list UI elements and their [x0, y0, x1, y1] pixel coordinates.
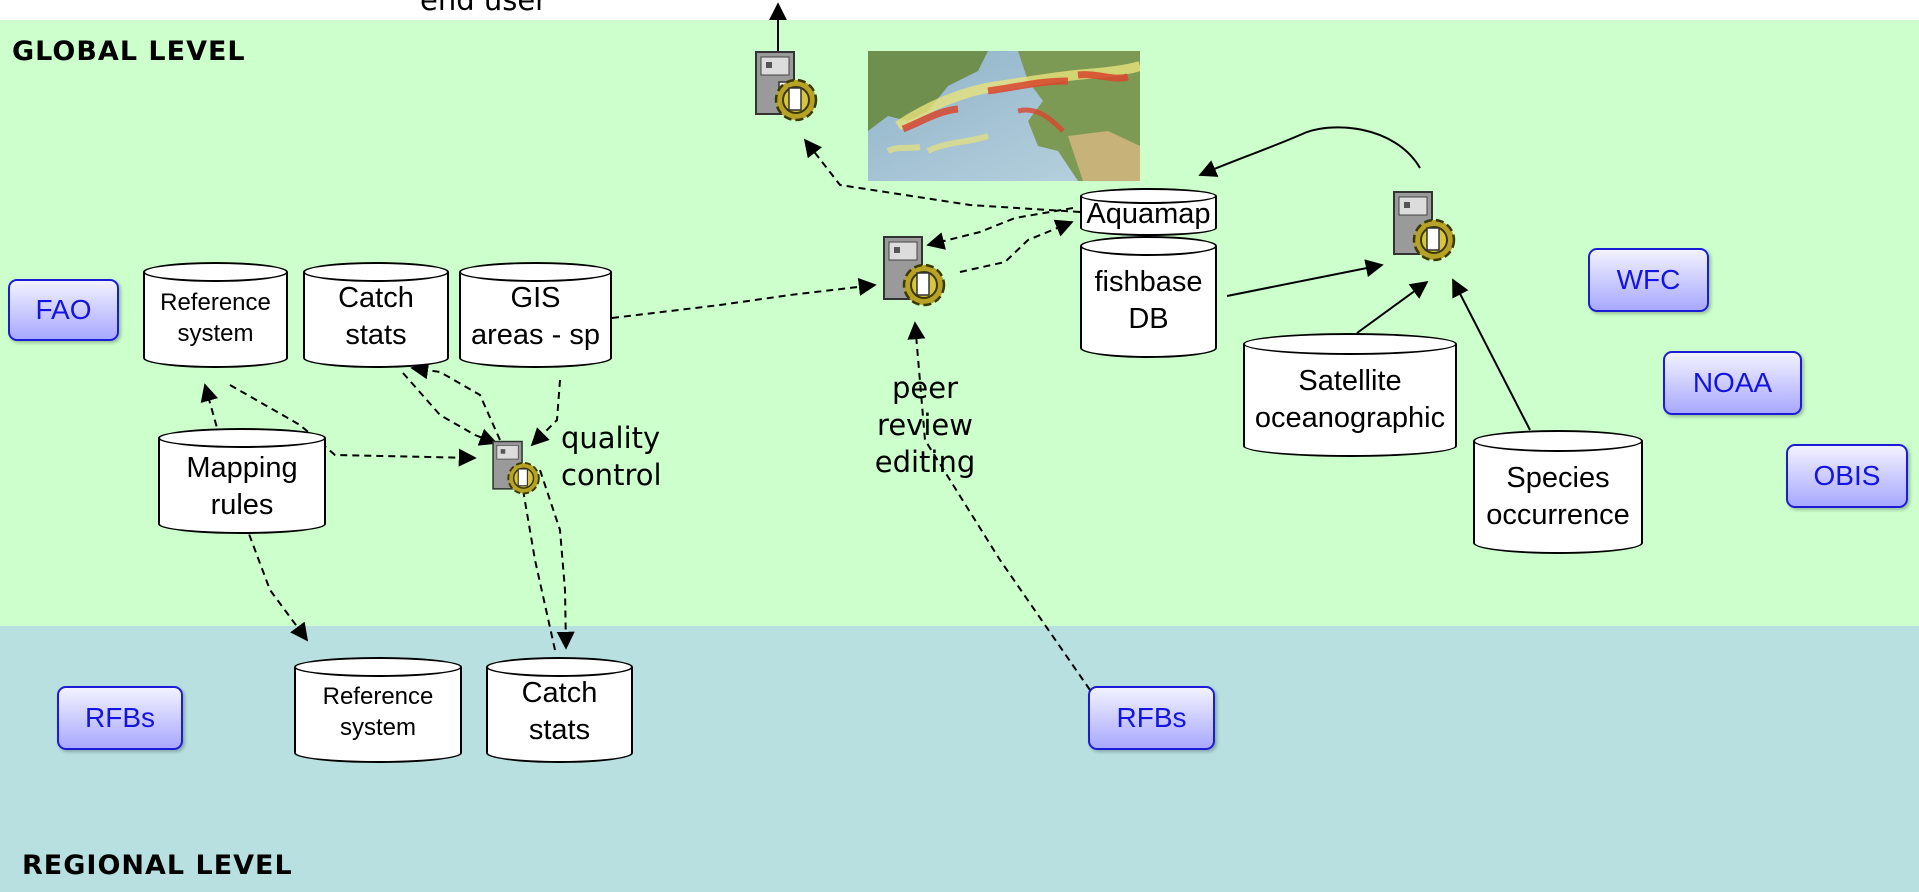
computer-gear-icon — [1393, 191, 1456, 262]
db-label-line: Reference — [322, 683, 434, 710]
computer-gear-icon — [883, 236, 946, 307]
regional-level-label: REGIONAL LEVEL — [22, 850, 293, 881]
db-label-line: Species — [1506, 462, 1610, 494]
distribution-map-image — [868, 51, 1140, 181]
db-label-line: system — [177, 319, 254, 347]
gis-to-quality-arrow — [530, 379, 561, 447]
catch-to-quality-arrow — [402, 372, 498, 446]
db-label-line: Catch — [521, 677, 598, 709]
fao-box: FAO — [8, 279, 119, 341]
db-label-line: Aquamap — [1086, 198, 1211, 230]
db-label-line: areas - sp — [471, 319, 600, 352]
db-label-line: fishbase — [1094, 266, 1203, 298]
computer-gear-icon — [492, 440, 540, 495]
label-line: editing — [874, 444, 976, 479]
catch-stats-global-db: Catch stats — [303, 262, 449, 368]
catch-stats-regional-db: Catch stats — [486, 657, 633, 763]
species-occurrence-db: Species occurrence — [1473, 430, 1643, 554]
gis-areas-db: GIS areas - sp — [459, 262, 612, 368]
obis-box: OBIS — [1786, 444, 1908, 508]
db-label-line: Mapping — [186, 452, 298, 484]
fishbase-db: fishbase DB — [1080, 236, 1217, 358]
gis-to-review-process-arrow — [611, 277, 877, 319]
db-label-line: oceanographic — [1254, 402, 1446, 435]
computer-gear-icon — [755, 51, 818, 122]
noaa-box: NOAA — [1663, 351, 1802, 415]
wfc-box: WFC — [1588, 248, 1709, 312]
satellite-oceanographic-db: Satellite oceanographic — [1243, 333, 1457, 457]
reference-system-global-db: Reference system — [143, 262, 288, 368]
rfbs-to-review-process-arrow — [907, 321, 1091, 691]
aquamap-to-review-process-arrow — [926, 207, 1074, 250]
db-label-line: GIS — [510, 282, 561, 314]
label-line: quality — [561, 421, 661, 455]
rfbs-right-box: RFBs — [1088, 686, 1215, 750]
reference-system-regional-db: Reference system — [294, 657, 462, 763]
species-to-analysis-arrow — [1452, 278, 1531, 431]
catch-regional-to-quality-arrow — [513, 470, 556, 651]
db-label-line: occurrence — [1486, 499, 1630, 532]
quality-to-catch-arrow — [410, 361, 501, 441]
quality-control-label: quality control — [561, 420, 662, 494]
label-line: review — [877, 407, 973, 442]
fishbase-to-analysis-arrow — [1226, 259, 1384, 297]
peer-review-label: peer review editing — [870, 370, 980, 480]
db-label-line: Reference — [160, 289, 271, 316]
db-label-line: stats — [528, 714, 591, 747]
global-level-label: GLOBAL LEVEL — [12, 36, 246, 67]
db-label-line: Satellite — [1298, 365, 1402, 397]
analysis-to-aquamap-arrow — [1198, 126, 1421, 177]
label-line: peer — [891, 371, 958, 405]
db-label-line: system — [339, 713, 416, 741]
end-user-label: end user — [420, 0, 548, 17]
label-line: control — [561, 457, 662, 492]
aquamap-db: Aquamap — [1080, 188, 1217, 236]
rfbs-left-box: RFBs — [57, 686, 183, 750]
mapping-rules-db: Mapping rules — [158, 428, 326, 534]
db-label-line: rules — [210, 489, 274, 522]
db-label-line: DB — [1128, 303, 1169, 336]
aquamap-to-enduser-process-arrow — [803, 138, 1081, 213]
satellite-to-analysis-arrow — [1356, 280, 1429, 334]
db-label-line: Catch — [338, 282, 414, 314]
review-process-to-aquamap-arrow — [959, 219, 1074, 273]
db-label-line: stats — [345, 319, 407, 352]
